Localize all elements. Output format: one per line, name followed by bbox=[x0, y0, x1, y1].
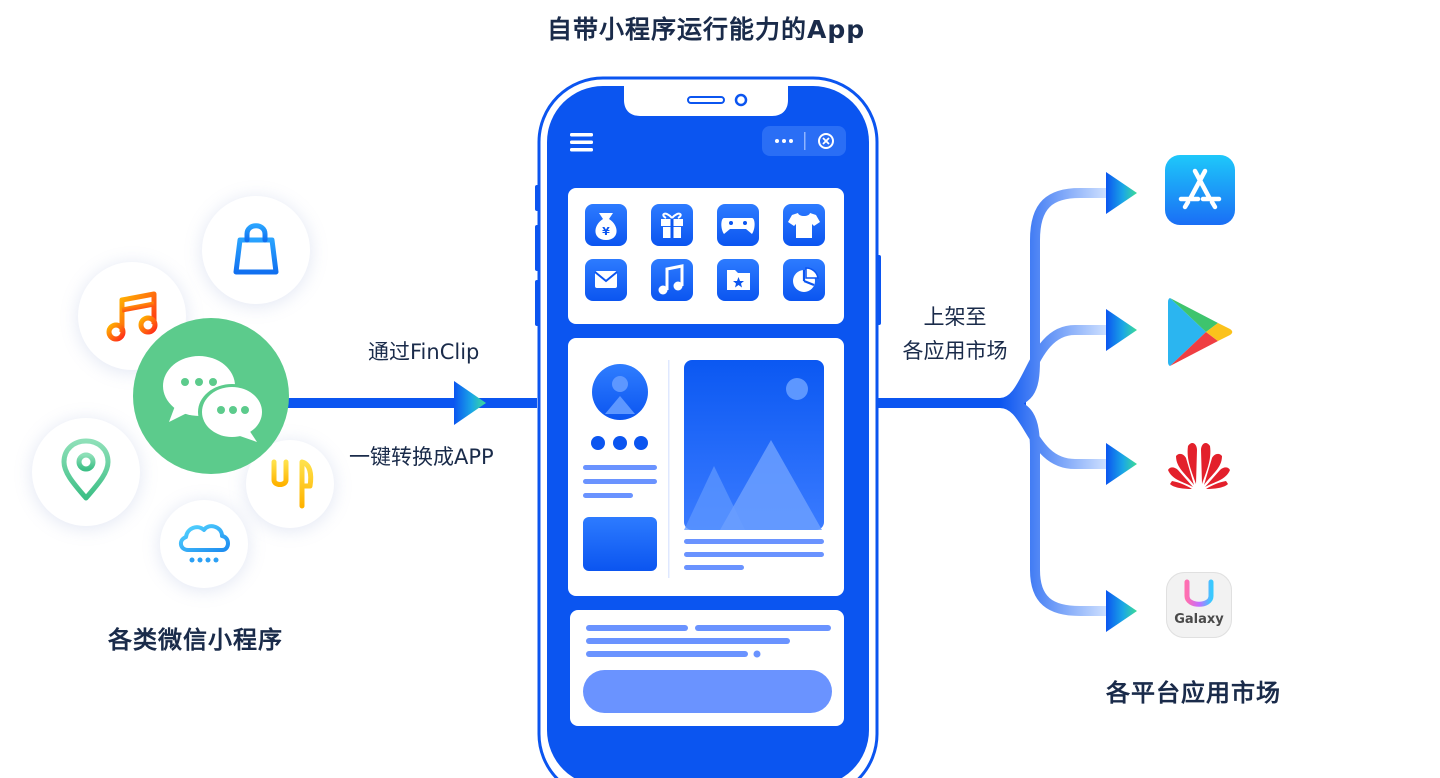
branch-to-app-store bbox=[999, 188, 1110, 408]
music-icon[interactable] bbox=[651, 259, 693, 301]
money-bag-icon[interactable]: ¥ bbox=[585, 204, 627, 246]
bottom-text-lines bbox=[586, 625, 831, 658]
avatar bbox=[592, 364, 648, 420]
phone-speaker bbox=[687, 96, 725, 104]
publish-label-line1: 上架至 bbox=[923, 305, 987, 329]
app-store-icon[interactable] bbox=[1165, 155, 1235, 225]
location-bubble bbox=[32, 418, 140, 526]
more-dots-icon[interactable] bbox=[775, 139, 793, 143]
tshirt-icon[interactable] bbox=[783, 204, 825, 246]
svg-text:¥: ¥ bbox=[602, 225, 610, 238]
conversion-label-top: 通过FinClip bbox=[368, 340, 480, 364]
right-trunk-line bbox=[876, 398, 1026, 408]
wechat-bubble bbox=[133, 318, 289, 474]
text-placeholder-lines bbox=[583, 465, 657, 498]
weather-bubble bbox=[160, 500, 248, 588]
pie-chart-icon[interactable] bbox=[783, 259, 825, 301]
huawei-icon[interactable] bbox=[1166, 438, 1232, 490]
galaxy-label: Galaxy bbox=[1174, 612, 1224, 627]
arrow-head-google-play bbox=[1106, 309, 1137, 351]
wechat-icon bbox=[163, 356, 266, 442]
image-placeholder[interactable] bbox=[684, 360, 824, 530]
mini-programs-title: 各类微信小程序 bbox=[108, 626, 283, 654]
markets-title: 各平台应用市场 bbox=[1106, 679, 1281, 707]
phone-notch bbox=[624, 86, 788, 116]
rain-cloud-icon bbox=[179, 524, 230, 563]
arrow-head-galaxy bbox=[1106, 590, 1137, 632]
shopping-bag-icon bbox=[233, 223, 279, 275]
app-title: 自带小程序运行能力的App bbox=[547, 15, 866, 44]
publish-label: 上架至 各应用市场 bbox=[900, 300, 1010, 368]
close-circle-icon[interactable] bbox=[818, 133, 834, 149]
left-arrow-head bbox=[454, 381, 486, 425]
thumbnail-block[interactable] bbox=[583, 517, 657, 571]
hamburger-menu-icon[interactable] bbox=[570, 133, 593, 152]
left-connector-line bbox=[285, 398, 537, 408]
arrow-head-app-store bbox=[1106, 172, 1137, 214]
branch-to-galaxy bbox=[999, 398, 1110, 616]
cutlery-bubble bbox=[246, 440, 334, 528]
gamepad-icon[interactable] bbox=[717, 204, 759, 246]
icon-grid-card bbox=[568, 188, 844, 324]
galaxy-store-icon[interactable]: Galaxy bbox=[1166, 572, 1232, 638]
music-note-icon bbox=[106, 291, 158, 342]
conversion-label-bottom: 一键转换成APP bbox=[349, 445, 494, 469]
publish-label-line2: 各应用市场 bbox=[902, 339, 1008, 363]
star-folder-icon[interactable] bbox=[717, 259, 759, 301]
arrow-head-huawei bbox=[1106, 443, 1137, 485]
google-play-icon[interactable] bbox=[1166, 296, 1234, 368]
cutlery-icon bbox=[271, 459, 314, 509]
mail-icon[interactable] bbox=[585, 259, 627, 301]
location-pin-icon bbox=[61, 438, 111, 501]
pagination-dots[interactable] bbox=[591, 436, 648, 450]
shopping-bag-bubble bbox=[202, 196, 310, 304]
phone-camera bbox=[734, 93, 748, 107]
caption-lines bbox=[684, 539, 824, 570]
gift-icon[interactable] bbox=[651, 204, 693, 246]
action-button[interactable] bbox=[583, 670, 832, 713]
